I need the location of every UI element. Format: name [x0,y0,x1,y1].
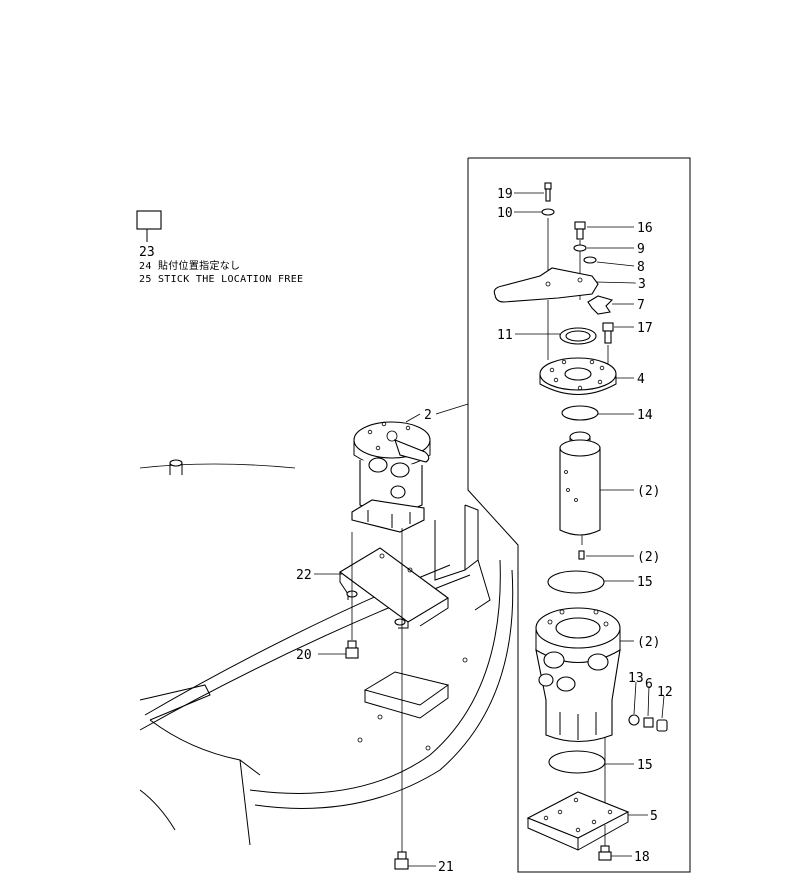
machine-frame [139,459,514,846]
callout-3: 3 [638,277,646,292]
plug-12 [656,719,668,732]
bolt-16 [574,221,586,240]
callout-21: 21 [438,860,454,875]
callout-16: 16 [637,221,653,236]
callout-13: 13 [628,671,644,686]
bolt-20 [345,640,359,659]
bolt-18 [598,845,612,861]
plug-13 [628,714,640,726]
o-ring-14 [561,405,599,421]
callout-10: 10 [497,206,513,221]
bearing-ring-11 [559,327,597,345]
base-plate-5 [526,791,630,851]
lock-plate-7 [587,295,614,315]
exploded-view-frame [467,157,691,873]
plug-6 [643,717,654,728]
callout-11: 11 [497,328,513,343]
rotor-pin [578,550,585,560]
leader-lines [314,192,648,867]
callout-6: 6 [645,677,653,692]
callout-17: 17 [637,321,653,336]
o-ring-15-lower [548,750,606,774]
mounting-bracket [339,547,449,629]
callout-5: 5 [650,809,658,824]
callout-2-body: (2) [637,635,660,650]
callout-2: 2 [424,408,432,423]
washer-8 [583,256,597,264]
legend-item-25: 25 STICK THE LOCATION FREE [139,274,303,285]
assembly-lines-left [351,528,403,855]
cover-flange-4 [539,357,617,395]
callout-8: 8 [637,260,645,275]
assembled-swivel-joint [351,421,431,533]
callout-22: 22 [296,568,312,583]
stopper-lever-3 [493,267,599,303]
callout-4: 4 [637,372,645,387]
legend: 23 24 貼付位置指定なし 25 STICK THE LOCATION FRE… [136,210,303,285]
callout-2-pin: (2) [637,550,660,565]
callout-15-lower: 15 [637,758,653,773]
o-ring-15-upper [547,570,605,594]
legend-item-24: 24 貼付位置指定なし [139,259,240,272]
callout-14: 14 [637,408,653,423]
callout-15-upper: 15 [637,575,653,590]
callout-2-rotor: (2) [637,484,660,499]
rotor-shaft [559,431,601,536]
callout-9: 9 [637,242,645,257]
label-sticker-box [136,210,162,230]
legend-item-23: 23 [139,245,155,260]
callout-19: 19 [497,187,513,202]
swivel-body [535,607,621,742]
callout-18: 18 [634,850,650,865]
callout-labels: 19 10 16 9 8 3 7 11 17 4 14 (2) (2) 15 (… [296,187,673,875]
screw-19 [544,182,552,202]
callout-7: 7 [637,298,645,313]
bolt-17 [602,322,614,344]
washer-9 [573,244,587,252]
callout-12: 12 [657,685,673,700]
bolt-21 [394,851,409,870]
washer-10 [541,208,555,216]
callout-20: 20 [296,648,312,663]
